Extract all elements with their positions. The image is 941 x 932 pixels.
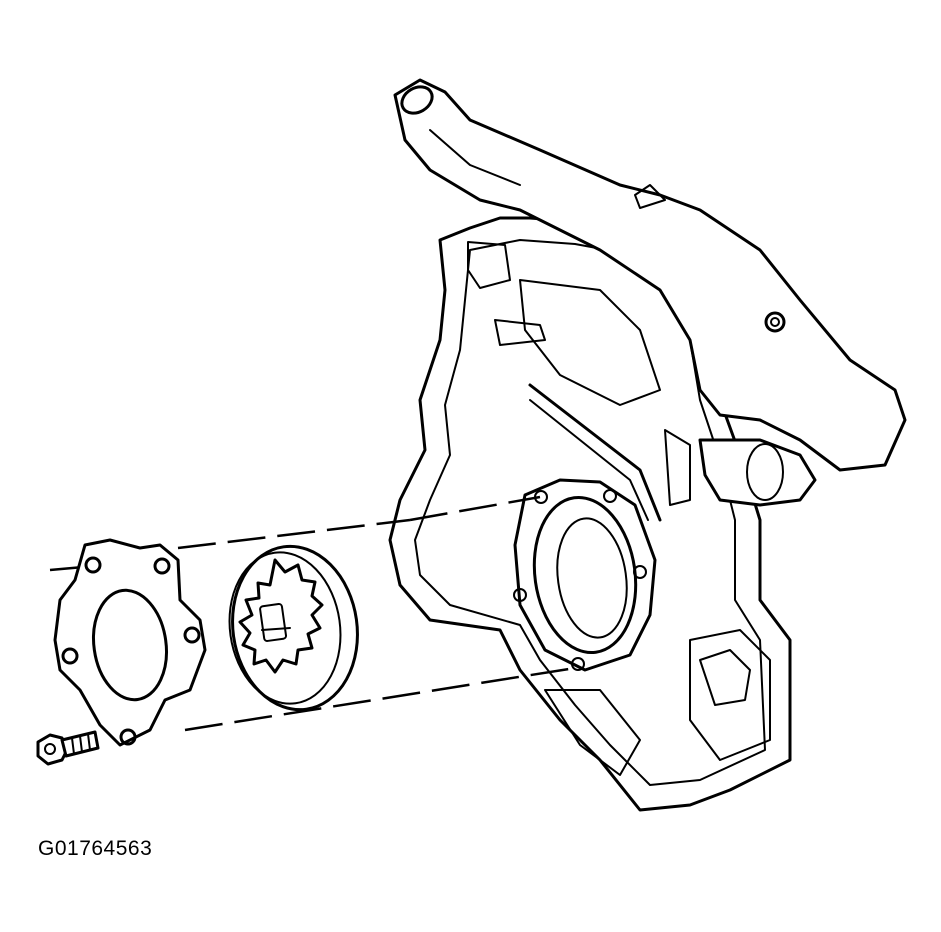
pump-cover-plate xyxy=(53,538,207,747)
water-outlet-neck xyxy=(393,78,907,507)
figure-id-label: G01764563 xyxy=(38,837,153,860)
pump-gear-set xyxy=(228,544,359,712)
pump-bore xyxy=(513,478,657,672)
cover-bolt xyxy=(36,730,100,766)
